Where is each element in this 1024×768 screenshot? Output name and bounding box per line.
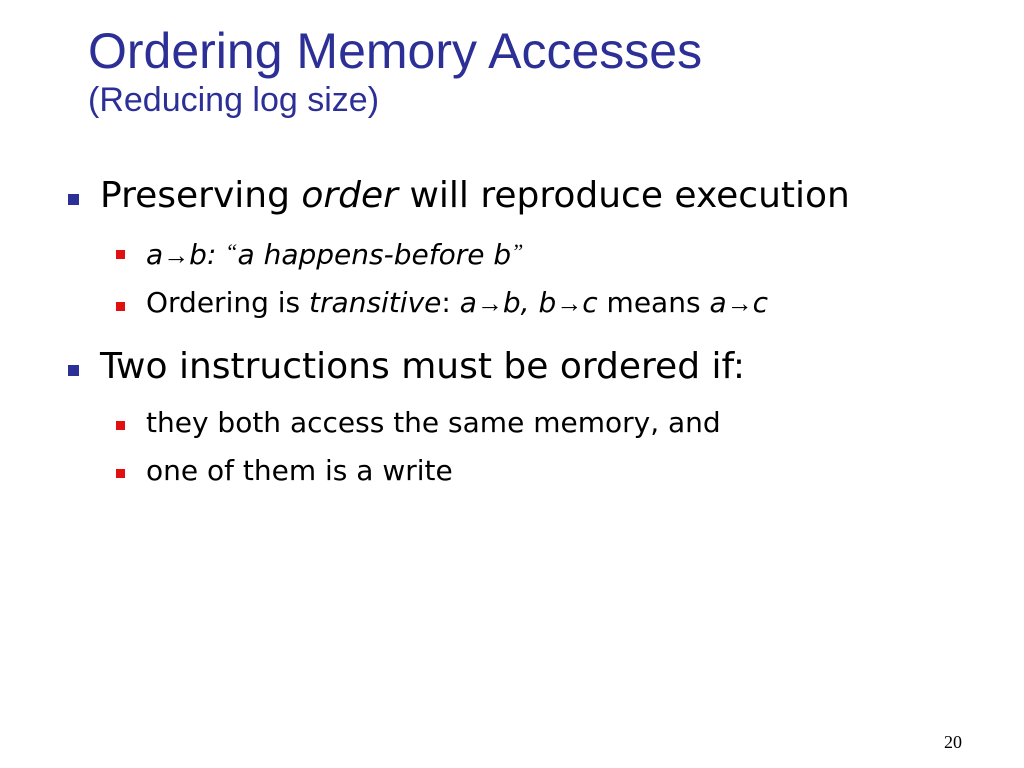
square-bullet-icon <box>116 469 125 478</box>
open-quote: “ <box>225 239 238 264</box>
sub-bullet-same-memory: they both access the same memory, and <box>60 399 964 447</box>
square-bullet-icon <box>116 421 125 430</box>
bullet-text-post: will reproduce execution <box>398 175 850 216</box>
bullet-two-instructions: Two instructions must be ordered if: <box>60 341 964 393</box>
var-a: a <box>459 286 477 319</box>
close-quote: ” <box>511 239 524 264</box>
page-number: 20 <box>944 732 962 752</box>
var-b-comma-b: b, b <box>502 286 557 319</box>
bullet-text-emphasis: order <box>301 175 398 216</box>
bullet-text: one of them is a write <box>146 454 453 487</box>
bullet-text: they both access the same memory, and <box>146 406 721 439</box>
bullet-text: Two instructions must be ordered if: <box>100 346 746 387</box>
var-b-colon: b: <box>189 238 226 271</box>
happens-before-text: a happens-before b <box>237 238 512 271</box>
transitive-pre: Ordering is <box>146 286 310 319</box>
var-c: c <box>582 286 598 319</box>
square-bullet-icon <box>68 194 79 205</box>
slide-subtitle: (Reducing log size) <box>88 81 380 119</box>
square-bullet-icon <box>116 250 125 259</box>
square-bullet-icon <box>116 302 125 311</box>
var-c: c <box>752 286 769 319</box>
arrow-symbol: → <box>476 289 503 318</box>
transitive-colon: : <box>441 286 460 319</box>
bullet-text-pre: Preserving <box>100 175 302 216</box>
sub-bullet-write: one of them is a write <box>60 447 964 495</box>
arrow-symbol: → <box>556 289 583 318</box>
transitive-emphasis: transitive <box>309 286 442 319</box>
slide-title: Ordering Memory Accesses <box>88 23 703 79</box>
slide-body: Preserving order will reproduce executio… <box>60 170 964 495</box>
square-bullet-icon <box>68 365 79 376</box>
sub-bullet-happens-before: a→b: “a happens-before b” <box>60 228 964 280</box>
arrow-symbol: → <box>726 289 753 318</box>
slide-header: Ordering Memory Accesses (Reducing log s… <box>88 22 964 120</box>
var-a: a <box>709 286 727 319</box>
transitive-means: means <box>597 286 710 319</box>
arrow-symbol: → <box>163 241 190 270</box>
bullet-preserving-order: Preserving order will reproduce executio… <box>60 170 964 222</box>
var-a: a <box>146 238 164 271</box>
sub-bullet-transitive: Ordering is transitive: a→b, b→c means a… <box>60 280 964 327</box>
